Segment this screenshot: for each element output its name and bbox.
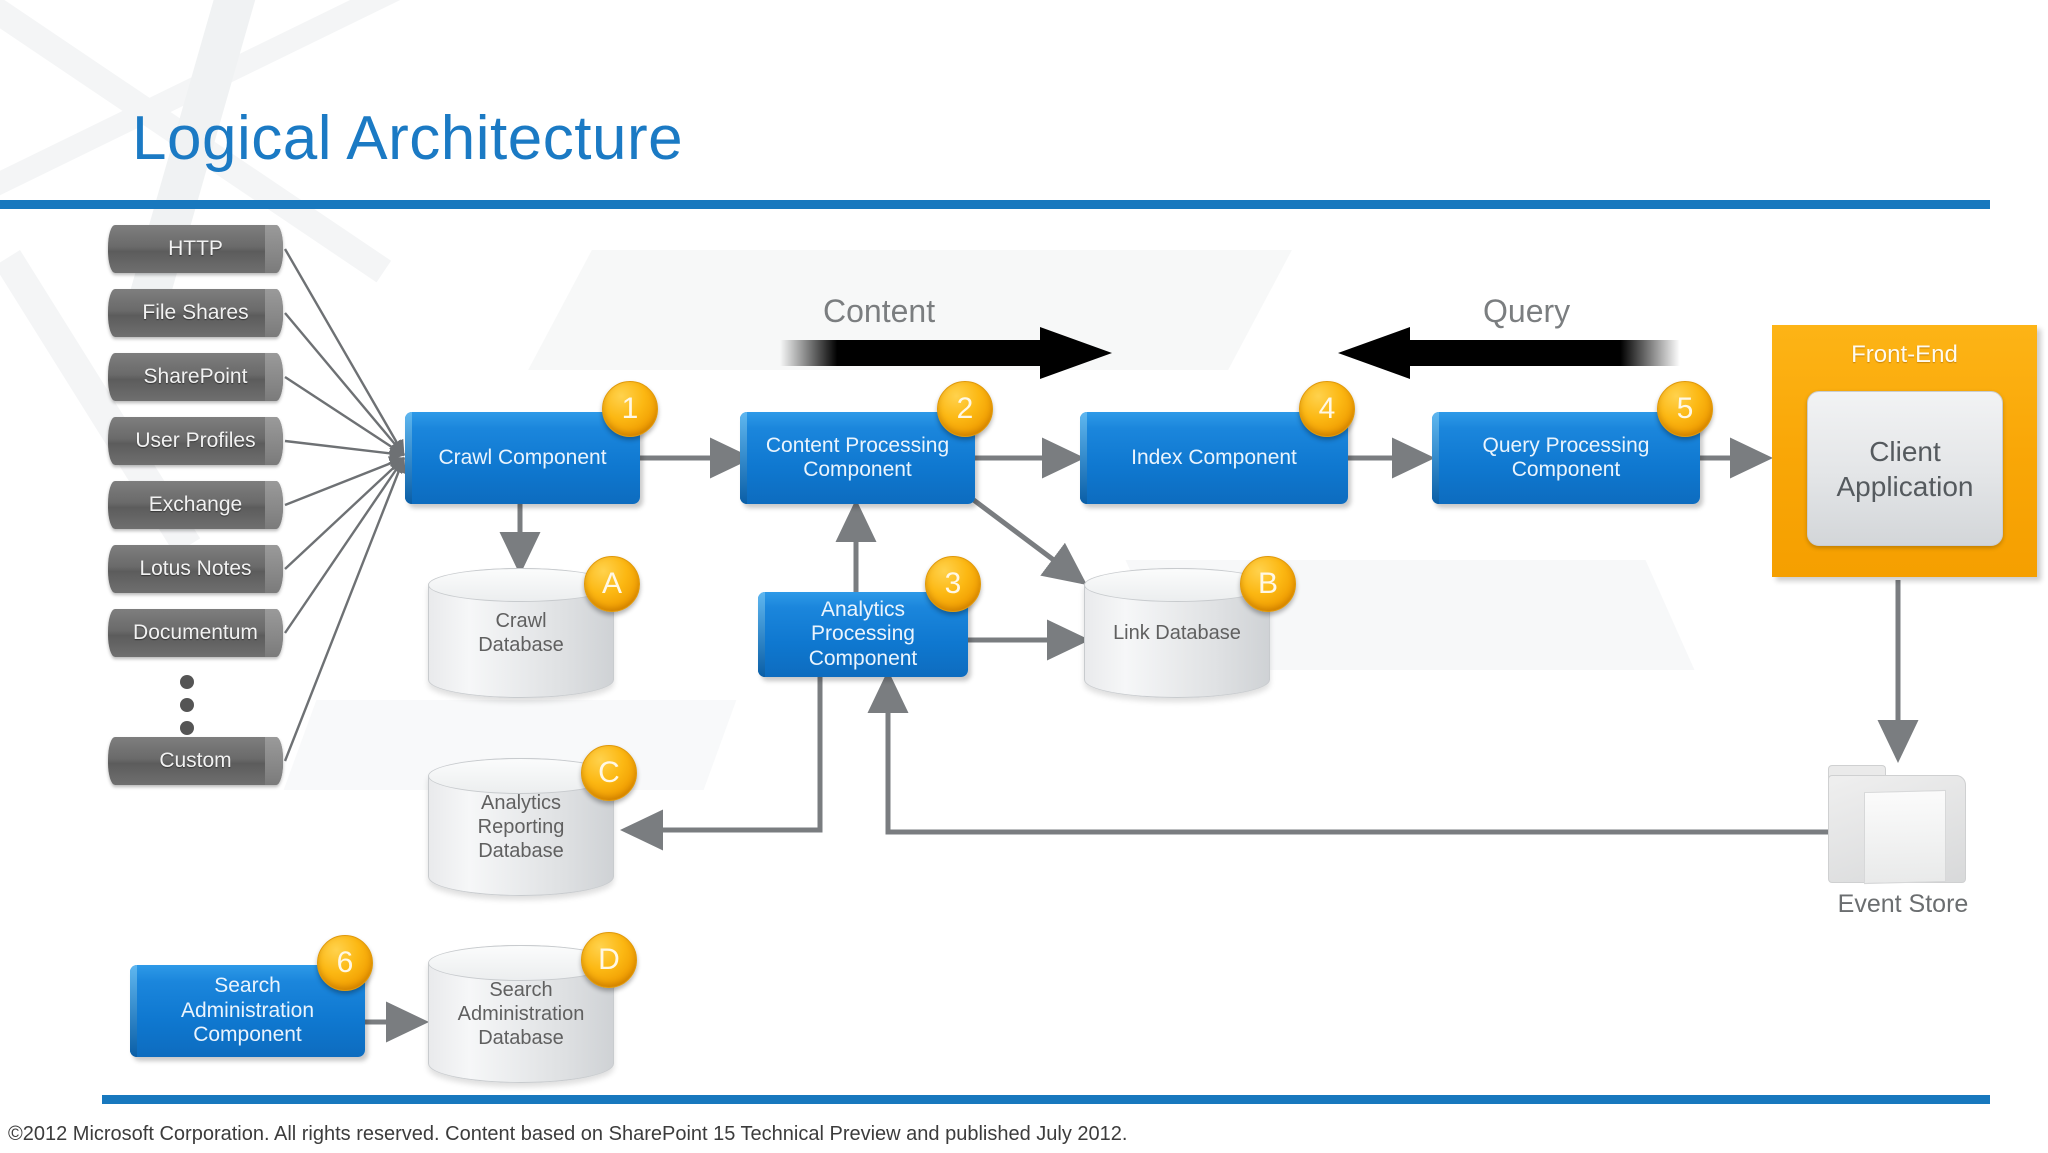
source-user-profiles[interactable]: User Profiles (108, 417, 283, 465)
badge-3[interactable]: 3 (925, 556, 981, 612)
badge-C[interactable]: C (581, 745, 637, 801)
badge-1[interactable]: 1 (602, 381, 658, 437)
badge-2[interactable]: 2 (937, 381, 993, 437)
component-label: Index Component (1131, 445, 1297, 469)
source-label: Custom (159, 749, 232, 772)
source-file-shares[interactable]: File Shares (108, 289, 283, 337)
source-label: File Shares (142, 301, 249, 324)
footer-rule (102, 1095, 1990, 1104)
header-rule (0, 200, 1990, 209)
source-exchange[interactable]: Exchange (108, 481, 283, 529)
page-title: Logical Architecture (132, 104, 684, 173)
query-flow-label: Query (1483, 293, 1571, 329)
source-documentum[interactable]: Documentum (108, 609, 283, 657)
content-flow-arrow (780, 327, 1112, 379)
source-label: Exchange (148, 493, 243, 516)
query-flow-arrow (1338, 327, 1680, 379)
source-label: Lotus Notes (139, 557, 252, 580)
copyright-footer: ©2012 Microsoft Corporation. All rights … (8, 1123, 1128, 1145)
badge-5[interactable]: 5 (1657, 381, 1713, 437)
content-flow-label: Content (823, 293, 936, 329)
badge-4[interactable]: 4 (1299, 381, 1355, 437)
component-index[interactable]: Index Component (1080, 412, 1348, 504)
source-label: User Profiles (135, 429, 256, 452)
source-label: HTTP (168, 237, 223, 260)
event-store-label: Event Store (1837, 890, 1969, 918)
source-ellipsis-icon (180, 675, 194, 744)
database-link[interactable]: Link Database (1084, 568, 1270, 698)
frontend-title: Front-End (1851, 341, 1958, 368)
source-http[interactable]: HTTP (108, 225, 283, 273)
badge-6[interactable]: 6 (317, 935, 373, 991)
source-custom[interactable]: Custom (108, 737, 283, 785)
source-label: Documentum (133, 621, 258, 644)
document-sheet-icon (1864, 789, 1946, 885)
component-label: Crawl Component (438, 445, 607, 469)
source-label: SharePoint (143, 365, 248, 388)
badge-A[interactable]: A (584, 556, 640, 612)
source-lotus-notes[interactable]: Lotus Notes (108, 545, 283, 593)
event-store-folder-icon[interactable] (1828, 765, 1973, 885)
badge-D[interactable]: D (581, 932, 637, 988)
component-crawl[interactable]: Crawl Component (405, 412, 640, 504)
badge-B[interactable]: B (1240, 556, 1296, 612)
source-sharepoint[interactable]: SharePoint (108, 353, 283, 401)
